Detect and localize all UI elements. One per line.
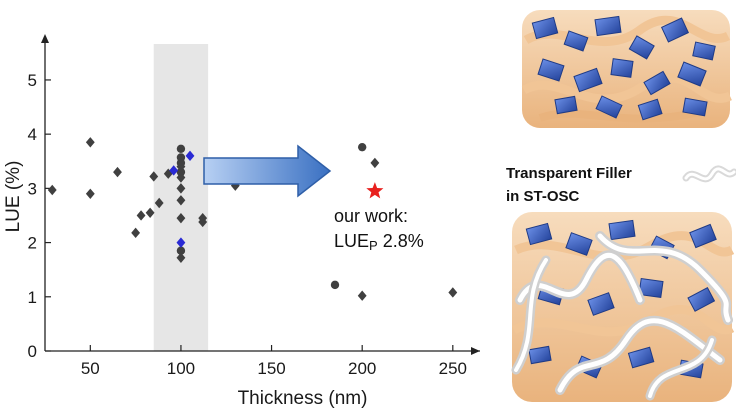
side-panel-label: Transparent Filler in ST-OSC [506, 165, 632, 205]
data-point-diamond [176, 237, 186, 248]
bottom-morphology-illustration [511, 212, 735, 402]
data-point-diamond [113, 166, 122, 178]
annotation-line1: our work: [334, 206, 408, 226]
y-axis-title: LUE (%) [3, 161, 24, 233]
annotation-line2: LUEP 2.8% [334, 231, 424, 253]
data-point-diamond [131, 227, 141, 239]
data-point-circle [330, 280, 340, 290]
data-point-circle [176, 144, 186, 153]
our-work-star [366, 182, 384, 199]
data-point-circle [176, 158, 186, 168]
filler-fiber-icon [682, 165, 736, 183]
data-point-diamond [185, 150, 195, 162]
data-point-diamond [47, 184, 57, 196]
data-point-diamond [85, 137, 95, 148]
data-point-diamond [198, 216, 208, 228]
x-tick-label: 50 [81, 359, 100, 378]
data-point-circle [176, 167, 186, 177]
annotation-lue: LUE [334, 231, 369, 251]
data-point-diamond [136, 210, 146, 221]
data-point-diamond [85, 188, 95, 199]
y-axis-arrowhead [41, 34, 49, 43]
data-point-circle [176, 246, 186, 255]
side-label-line2: in ST-OSC [506, 188, 580, 205]
data-point-diamond [448, 287, 458, 298]
data-point-diamond [176, 252, 186, 263]
x-tick-label: 200 [348, 359, 376, 378]
data-point-diamond [370, 157, 380, 169]
transition-arrow [203, 144, 332, 198]
y-tick-label: 3 [28, 179, 37, 198]
x-tick-label: 250 [439, 359, 467, 378]
y-tick-label: 0 [28, 342, 37, 361]
data-point-diamond [176, 183, 186, 194]
top-morphology-illustration [521, 10, 732, 128]
data-point-diamond [176, 212, 186, 224]
data-point-diamond [145, 207, 155, 218]
x-tick-label: 150 [257, 359, 285, 378]
data-point-diamond [169, 165, 179, 176]
x-axis-title: Thickness (nm) [238, 388, 368, 409]
side-label-line1: Transparent Filler [506, 165, 632, 182]
data-point-diamond [176, 195, 186, 206]
annotation-value: 2.8% [378, 231, 424, 251]
y-tick-label: 1 [28, 288, 37, 307]
data-point-diamond [154, 197, 164, 209]
y-tick-label: 2 [28, 234, 37, 253]
data-point-diamond [149, 171, 159, 182]
x-axis-arrowhead [471, 347, 480, 355]
x-tick-label: 100 [167, 359, 195, 378]
annotation-subscript: P [369, 238, 378, 253]
y-tick-label: 4 [28, 125, 37, 144]
data-point-diamond [357, 290, 367, 301]
y-tick-label: 5 [28, 71, 37, 90]
data-point-circle [357, 142, 367, 152]
